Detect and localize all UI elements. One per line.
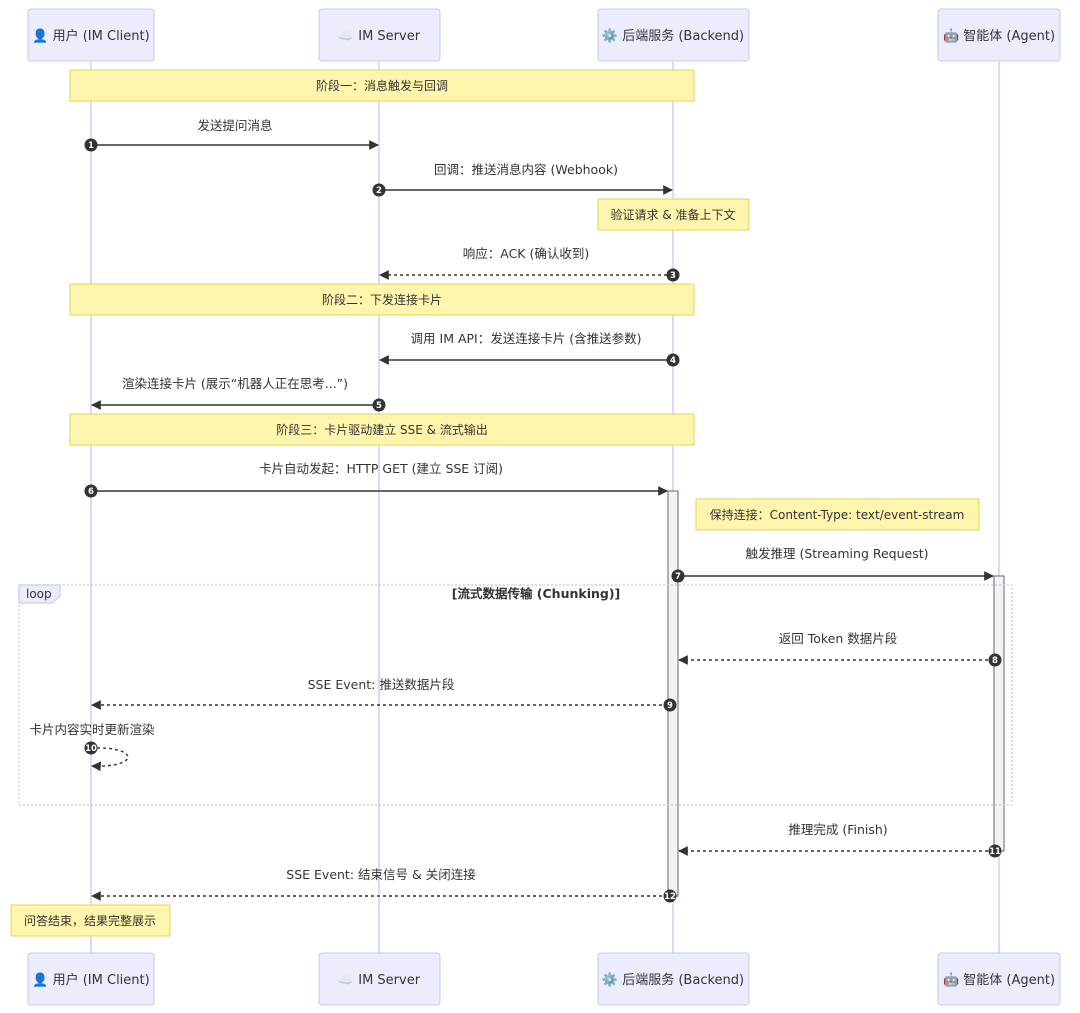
message-11: 推理完成 (Finish) 11: [678, 822, 1002, 858]
loop-tag-label: loop: [26, 587, 52, 601]
actor-im-label: ☁️ IM Server: [338, 29, 421, 44]
message-11-number: 11: [989, 847, 1001, 857]
actor-user-label-bottom: 👤 用户 (IM Client): [32, 972, 149, 988]
message-10-label: 卡片内容实时更新渲染: [29, 722, 155, 737]
message-12-label: SSE Event: 结束信号 & 关闭连接: [286, 867, 476, 882]
phase-1-label: 阶段一：消息触发与回调: [316, 78, 448, 93]
actor-im-bottom: ☁️ IM Server: [318, 952, 441, 1006]
message-1-label: 发送提问消息: [197, 118, 272, 133]
phase-note-1: 阶段一：消息触发与回调: [69, 69, 695, 102]
message-2-label: 回调：推送消息内容 (Webhook): [434, 162, 618, 177]
actor-im-label-bottom: ☁️ IM Server: [338, 973, 421, 988]
note-verify-request: 验证请求 & 准备上下文: [597, 198, 750, 231]
message-4: 调用 IM API：发送连接卡片 (含推送参数) 4: [379, 331, 680, 367]
message-4-number: 4: [670, 356, 676, 366]
note-keep-connection-label: 保持连接：Content-Type: text/event-stream: [710, 507, 965, 522]
actor-backend-label: ⚙️ 后端服务 (Backend): [602, 28, 744, 44]
message-10-number: 10: [85, 744, 97, 754]
message-2-number: 2: [376, 186, 382, 196]
message-1-number: 1: [88, 141, 94, 151]
message-5: 渲染连接卡片 (展示“机器人正在思考...”) 5: [91, 376, 386, 412]
message-8-label: 返回 Token 数据片段: [779, 631, 898, 646]
message-8-number: 8: [992, 656, 998, 666]
actor-agent-label: 🤖 智能体 (Agent): [943, 28, 1055, 44]
phase-3-label: 阶段三：卡片驱动建立 SSE & 流式输出: [276, 422, 488, 437]
message-8: 返回 Token 数据片段 8: [678, 631, 1002, 667]
message-4-label: 调用 IM API：发送连接卡片 (含推送参数): [411, 331, 642, 346]
actor-user-bottom: 👤 用户 (IM Client): [27, 952, 155, 1006]
message-7: 触发推理 (Streaming Request) 7: [671, 546, 994, 583]
phase-2-label: 阶段二：下发连接卡片: [322, 292, 442, 307]
actor-agent-bottom: 🤖 智能体 (Agent): [937, 952, 1061, 1006]
note-verify-label: 验证请求 & 准备上下文: [611, 207, 736, 222]
actor-im-top: ☁️ IM Server: [318, 8, 441, 62]
actor-backend-top: ⚙️ 后端服务 (Backend): [597, 8, 750, 62]
agent-activation-bar: [993, 575, 1005, 852]
message-6-label: 卡片自动发起：HTTP GET (建立 SSE 订阅): [259, 461, 503, 476]
phase-note-2: 阶段二：下发连接卡片: [69, 283, 695, 316]
note-keep-connection: 保持连接：Content-Type: text/event-stream: [695, 498, 980, 531]
message-2: 回调：推送消息内容 (Webhook) 2: [372, 162, 673, 197]
message-6: 卡片自动发起：HTTP GET (建立 SSE 订阅) 6: [84, 461, 668, 498]
message-3-number: 3: [670, 271, 676, 281]
message-9-label: SSE Event: 推送数据片段: [308, 677, 455, 692]
actor-agent-top: 🤖 智能体 (Agent): [937, 8, 1061, 62]
message-7-label: 触发推理 (Streaming Request): [745, 546, 928, 561]
message-12: SSE Event: 结束信号 & 关闭连接 12: [91, 867, 677, 903]
message-5-label: 渲染连接卡片 (展示“机器人正在思考...”): [122, 376, 348, 391]
message-6-number: 6: [88, 487, 94, 497]
note-finished-label: 问答结束，结果完整展示: [24, 913, 156, 928]
actor-backend-bottom: ⚙️ 后端服务 (Backend): [597, 952, 750, 1006]
message-9-number: 9: [667, 701, 673, 711]
actor-user-label: 👤 用户 (IM Client): [32, 28, 149, 44]
backend-activation-bar: [667, 490, 679, 897]
message-3-label: 响应：ACK (确认收到): [463, 246, 589, 261]
message-9: SSE Event: 推送数据片段 9: [91, 677, 677, 712]
message-11-label: 推理完成 (Finish): [788, 822, 887, 837]
actor-user-top: 👤 用户 (IM Client): [27, 8, 155, 62]
message-12-number: 12: [664, 892, 676, 902]
actor-agent-label-bottom: 🤖 智能体 (Agent): [943, 972, 1055, 988]
message-5-number: 5: [376, 401, 382, 411]
loop-frame: loop [流式数据传输 (Chunking)]: [18, 584, 1013, 806]
phase-note-3: 阶段三：卡片驱动建立 SSE & 流式输出: [69, 413, 695, 446]
message-1: 发送提问消息 1: [84, 118, 379, 152]
message-3: 响应：ACK (确认收到) 3: [379, 246, 680, 282]
loop-condition: [流式数据传输 (Chunking)]: [452, 586, 621, 601]
note-finished: 问答结束，结果完整展示: [10, 904, 171, 937]
actor-backend-label-bottom: ⚙️ 后端服务 (Backend): [602, 972, 744, 988]
message-10: 卡片内容实时更新渲染 10: [29, 722, 155, 772]
message-7-number: 7: [675, 572, 681, 582]
